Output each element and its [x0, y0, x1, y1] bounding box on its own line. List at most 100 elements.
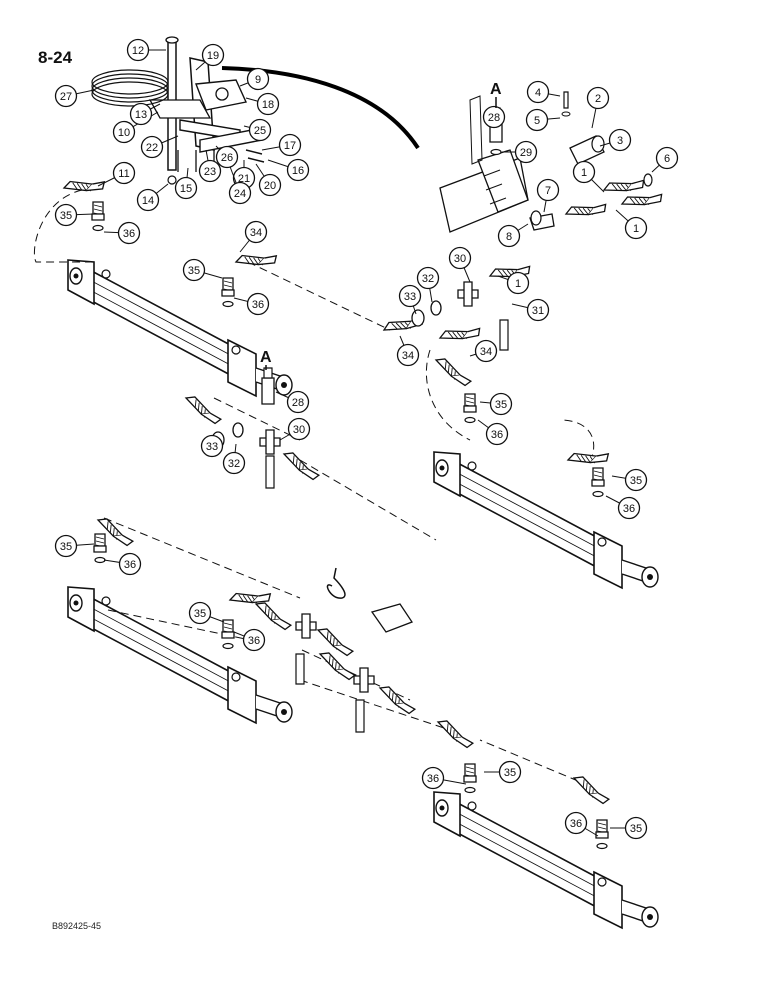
- callout-33-2: 33: [200, 434, 224, 458]
- callout-4: 4: [526, 80, 561, 104]
- callout-labels: 1112345678910121314151617181920212223242…: [54, 38, 679, 840]
- callout-18: 18: [245, 92, 280, 116]
- callout-number: 36: [623, 503, 635, 515]
- control-valve: [439, 91, 665, 290]
- callout-circle: [112, 120, 136, 144]
- callout-number: 4: [535, 87, 541, 99]
- callout-circle: [174, 176, 198, 200]
- callout-circle: [572, 160, 596, 184]
- callout-23: 23: [198, 149, 222, 183]
- callout-circle: [244, 220, 268, 244]
- callout-number: 35: [60, 210, 72, 222]
- callout-circle: [126, 38, 150, 62]
- callout-number: 32: [228, 458, 240, 470]
- callout-number: 35: [630, 475, 642, 487]
- callout-number: 24: [234, 188, 246, 200]
- callout-circle: [655, 146, 679, 170]
- callout-number: 35: [188, 265, 200, 277]
- callout-number: 11: [118, 168, 129, 180]
- callout-circle: [624, 816, 648, 840]
- callout-35-7: 35: [484, 760, 522, 784]
- callout-36-7: 36: [421, 766, 467, 790]
- callout-9: 9: [239, 67, 270, 91]
- callout-number: 33: [404, 291, 416, 303]
- callout-circle: [200, 434, 224, 458]
- callout-circle: [129, 102, 153, 126]
- callout-number: 15: [180, 183, 192, 195]
- callout-number: 25: [254, 125, 266, 137]
- figure-code: B892425-45: [52, 921, 102, 931]
- connection-letter-top: A: [490, 81, 502, 98]
- callout-36: 36: [103, 221, 141, 245]
- callout-3: 3: [599, 128, 632, 152]
- callout-19: 19: [195, 43, 225, 71]
- callout-circle: [525, 108, 549, 132]
- callout-number: 1: [515, 278, 521, 290]
- callout-35-2: 35: [182, 258, 223, 282]
- callout-36-5: 36: [103, 552, 142, 576]
- callout-26: 26: [215, 145, 239, 169]
- callout-circle: [489, 392, 513, 416]
- callout-circle: [136, 188, 160, 212]
- callout-circle: [182, 258, 206, 282]
- callout-number: 16: [292, 165, 304, 177]
- callout-circle: [497, 224, 521, 248]
- callout-number: 36: [427, 773, 439, 785]
- callout-number: 32: [422, 273, 434, 285]
- callout-34-3: 34: [469, 339, 498, 363]
- callout-17: 17: [261, 133, 302, 157]
- callout-number: 36: [124, 559, 136, 571]
- callout-11: 11: [97, 161, 136, 187]
- callout-6: 6: [651, 146, 679, 173]
- callout-circle: [586, 86, 610, 110]
- callout-circle: [564, 811, 588, 835]
- callout-number: 36: [491, 429, 503, 441]
- callout-circle: [485, 422, 509, 446]
- callout-circle: [54, 203, 78, 227]
- callout-29: 29: [502, 140, 538, 164]
- callout-circle: [215, 145, 239, 169]
- callout-35: 35: [54, 203, 95, 227]
- callout-number: 14: [142, 195, 154, 207]
- callout-number: 1: [581, 167, 587, 179]
- callout-number: 34: [402, 350, 414, 362]
- callout-number: 36: [123, 228, 135, 240]
- connection-letter-lower: A: [260, 349, 272, 366]
- callout-circle: [448, 246, 472, 270]
- callout-circle: [416, 266, 440, 290]
- callout-number: 35: [495, 399, 507, 411]
- callout-circle: [118, 552, 142, 576]
- callout-22: 22: [140, 135, 179, 159]
- callout-number: 28: [488, 112, 500, 124]
- callout-28-2: 28: [275, 390, 310, 414]
- callout-number: 35: [630, 823, 642, 835]
- callout-5: 5: [525, 108, 561, 132]
- cylinder-upper-left: [67, 259, 293, 397]
- callout-15: 15: [174, 167, 198, 200]
- callout-34: 34: [239, 220, 268, 253]
- callout-number: 29: [520, 147, 532, 159]
- callout-circle: [608, 128, 632, 152]
- callout-13: 13: [129, 102, 161, 126]
- callout-circle: [526, 80, 550, 104]
- page-label: 8-24: [38, 48, 73, 67]
- callout-16: 16: [267, 158, 310, 182]
- callout-number: 8: [506, 231, 512, 243]
- callout-circle: [624, 216, 648, 240]
- callout-circle: [506, 271, 530, 295]
- callout-number: 23: [204, 166, 216, 178]
- callout-circle: [398, 284, 422, 308]
- callout-circle: [482, 105, 506, 129]
- callout-number: 35: [504, 767, 516, 779]
- callout-number: 31: [532, 305, 544, 317]
- callout-number: 36: [248, 635, 260, 647]
- callout-circle: [286, 158, 310, 182]
- callout-2: 2: [586, 86, 610, 129]
- callout-circle: [474, 339, 498, 363]
- callout-circle: [198, 159, 222, 183]
- callout-circle: [258, 173, 282, 197]
- callout-number: 12: [132, 45, 144, 57]
- callout-number: 22: [146, 142, 158, 154]
- callout-7: 7: [536, 178, 560, 213]
- callout-number: 6: [664, 153, 670, 165]
